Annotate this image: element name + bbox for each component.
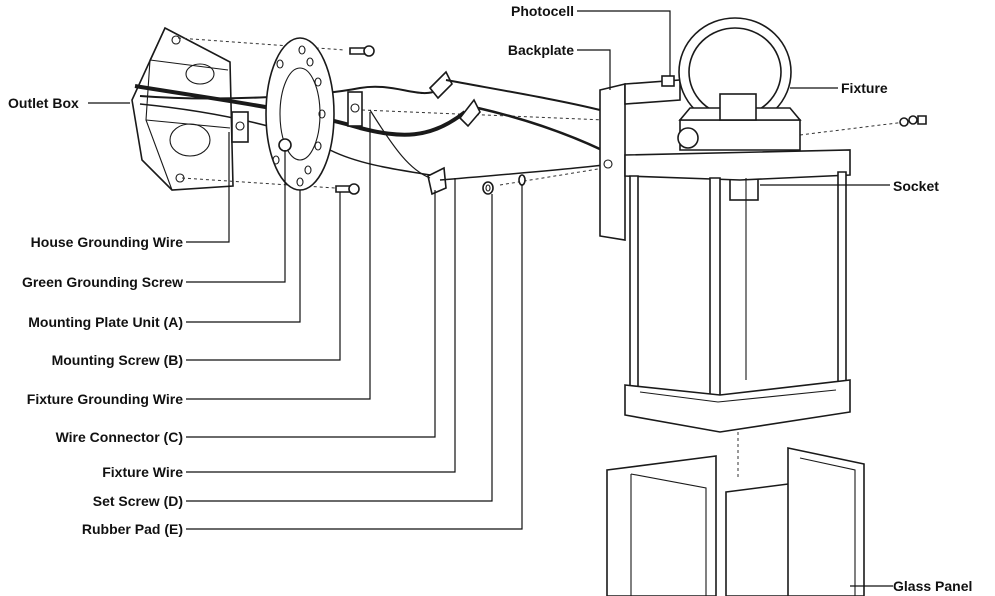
label-socket: Socket xyxy=(893,178,939,194)
label-mounting-screw: Mounting Screw (B) xyxy=(52,352,183,368)
green-grounding-screw xyxy=(278,138,292,152)
label-house-grounding-wire: House Grounding Wire xyxy=(31,234,184,250)
label-rubber-pad: Rubber Pad (E) xyxy=(82,521,183,537)
label-fixture-wire: Fixture Wire xyxy=(102,464,183,480)
mounting-plate-unit xyxy=(231,37,363,191)
label-mounting-plate-unit: Mounting Plate Unit (A) xyxy=(28,314,183,330)
label-green-grounding-screw: Green Grounding Screw xyxy=(22,274,183,290)
leader-lines xyxy=(88,10,893,587)
label-backplate: Backplate xyxy=(508,42,574,58)
label-wire-connector: Wire Connector (C) xyxy=(56,429,183,445)
label-outlet-box: Outlet Box xyxy=(8,95,79,111)
set-screw xyxy=(482,181,494,195)
glass-panels xyxy=(606,447,865,596)
fixture-side-screws xyxy=(899,115,927,127)
fixture-wires xyxy=(369,79,605,181)
label-photocell: Photocell xyxy=(511,3,574,19)
labels: Photocell Backplate Fixture Socket Outle… xyxy=(8,3,972,594)
mounting-screws xyxy=(335,45,375,195)
photocell xyxy=(661,75,675,87)
fixture xyxy=(624,17,851,433)
label-fixture: Fixture xyxy=(841,80,888,96)
label-set-screw: Set Screw (D) xyxy=(93,493,183,509)
label-glass-panel: Glass Panel xyxy=(893,578,972,594)
label-fixture-grounding-wire: Fixture Grounding Wire xyxy=(27,391,183,407)
rubber-pad xyxy=(518,174,526,186)
wire-connectors xyxy=(427,70,481,196)
